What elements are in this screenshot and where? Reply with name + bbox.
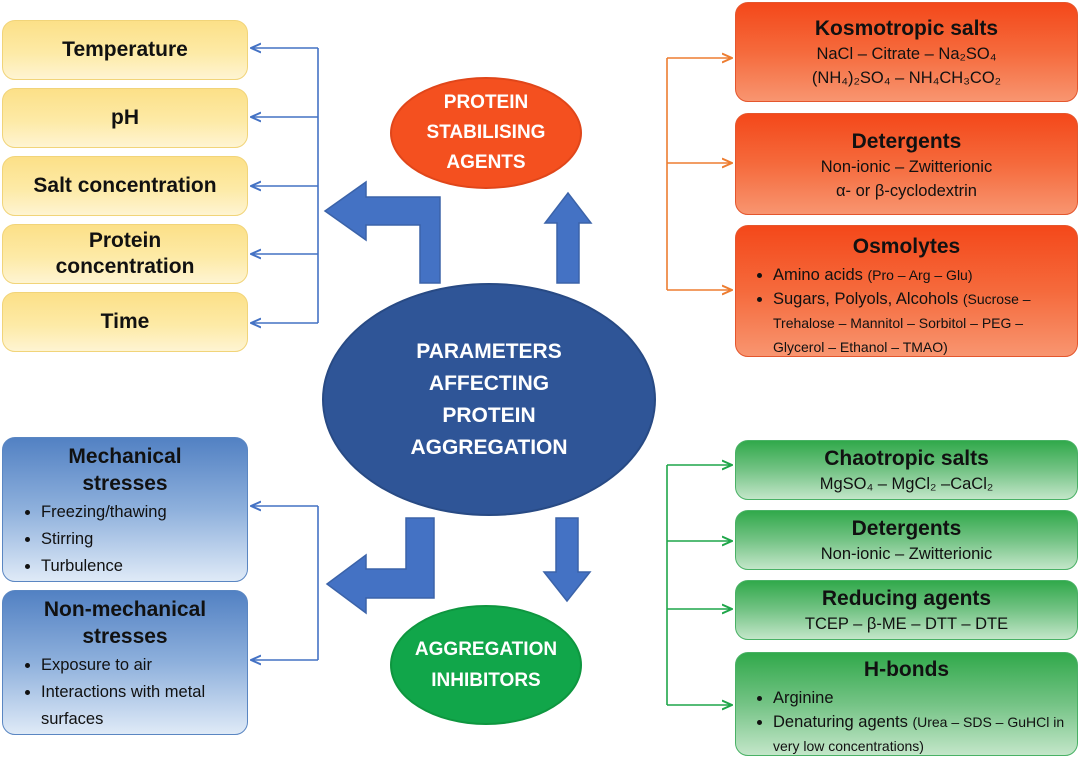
box-line: MgSO₄ – MgCl₂ –CaCl₂	[819, 475, 994, 493]
h-bonds-list: Arginine Denaturing agents (Urea – SDS –…	[736, 686, 1077, 758]
list-item: Freezing/thawing	[41, 499, 241, 526]
parameter-box-salt-concentration: Salt concentration	[2, 156, 248, 216]
osmolytes-list: Amino acids (Pro – Arg – Glu) Sugars, Po…	[736, 263, 1077, 359]
detergents-stabilising-box: Detergents Non-ionic – Zwitterionic α- o…	[735, 113, 1078, 215]
box-title: H-bonds	[863, 658, 950, 681]
parameter-label: Protein concentration	[55, 229, 195, 278]
list-item: Denaturing agents (Urea – SDS – GuHCl in…	[773, 710, 1071, 758]
parameter-box-protein-concentration: Protein concentration	[2, 224, 248, 284]
osmolytes-box: Osmolytes Amino acids (Pro – Arg – Glu) …	[735, 225, 1078, 357]
stress-connectors	[251, 506, 319, 660]
parameter-connectors	[251, 48, 319, 323]
parameter-box-ph: pH	[2, 88, 248, 148]
list-item: Stirring	[41, 526, 241, 553]
box-title: Detergents	[851, 130, 962, 153]
chaotropic-salts-box: Chaotropic salts MgSO₄ – MgCl₂ –CaCl₂	[735, 440, 1078, 500]
list-item: Amino acids (Pro – Arg – Glu)	[773, 263, 1071, 287]
box-line: (NH₄)₂SO₄ – NH₄CH₃CO₂	[811, 69, 1002, 87]
list-item: Arginine	[773, 686, 1071, 710]
box-title: Osmolytes	[852, 235, 961, 258]
parameter-box-temperature: Temperature	[2, 20, 248, 80]
mechanical-stresses-list: Freezing/thawing Stirring Turbulence	[3, 499, 247, 580]
list-item: Sugars, Polyols, Alcohols (Sucrose – Tre…	[773, 287, 1071, 359]
inhibitor-connectors	[666, 465, 732, 705]
box-title: Non-mechanical stresses	[43, 598, 207, 648]
aggregation-inhibitors-ellipse: AGGREGATION INHIBITORS	[390, 605, 582, 725]
box-line: NaCl – Citrate – Na₂SO₄	[816, 45, 997, 63]
box-title: Mechanical stresses	[68, 445, 182, 495]
h-bonds-box: H-bonds Arginine Denaturing agents (Urea…	[735, 652, 1078, 756]
box-title: Detergents	[851, 517, 962, 540]
stabilising-agents-ellipse: PROTEIN STABILISING AGENTS	[390, 77, 582, 189]
parameter-label: pH	[111, 106, 139, 129]
parameter-label: Salt concentration	[33, 174, 217, 197]
parameter-label: Time	[100, 310, 150, 333]
arrow-to-parameters	[323, 180, 441, 284]
inhibitors-label: AGGREGATION INHIBITORS	[414, 639, 558, 691]
reducing-agents-box: Reducing agents TCEP – β-ME – DTT – DTE	[735, 580, 1078, 640]
list-item: Exposure to air	[41, 652, 241, 679]
stabilising-label: PROTEIN STABILISING AGENTS	[426, 92, 546, 173]
arrow-to-stabilising	[543, 191, 593, 284]
parameter-label: Temperature	[62, 38, 188, 61]
center-label: PARAMETERS AFFECTING PROTEIN AGGREGATION	[410, 339, 568, 459]
box-title: Chaotropic salts	[824, 447, 989, 470]
non-mechanical-stresses-list: Exposure to air Interactions with metal …	[3, 652, 247, 733]
arrow-to-inhibitors	[542, 517, 592, 603]
box-line: Non-ionic – Zwitterionic	[820, 158, 993, 176]
stabiliser-connectors	[666, 58, 732, 290]
detergents-inhibitor-box: Detergents Non-ionic – Zwitterionic	[735, 510, 1078, 570]
arrow-to-stress	[325, 517, 435, 615]
mechanical-stresses-box: Mechanical stresses Freezing/thawing Sti…	[2, 437, 248, 582]
parameter-box-time: Time	[2, 292, 248, 352]
center-ellipse: PARAMETERS AFFECTING PROTEIN AGGREGATION	[322, 283, 656, 516]
box-title: Reducing agents	[821, 587, 992, 610]
non-mechanical-stresses-box: Non-mechanical stresses Exposure to air …	[2, 590, 248, 735]
box-title: Kosmotropic salts	[814, 17, 999, 40]
list-item: Turbulence	[41, 553, 241, 580]
box-line: α- or β-cyclodextrin	[836, 182, 977, 200]
kosmotropic-salts-box: Kosmotropic salts NaCl – Citrate – Na₂SO…	[735, 2, 1078, 102]
list-item: Interactions with metal surfaces	[41, 679, 241, 733]
box-line: TCEP – β-ME – DTT – DTE	[804, 615, 1009, 633]
box-line: Non-ionic – Zwitterionic	[820, 545, 993, 563]
